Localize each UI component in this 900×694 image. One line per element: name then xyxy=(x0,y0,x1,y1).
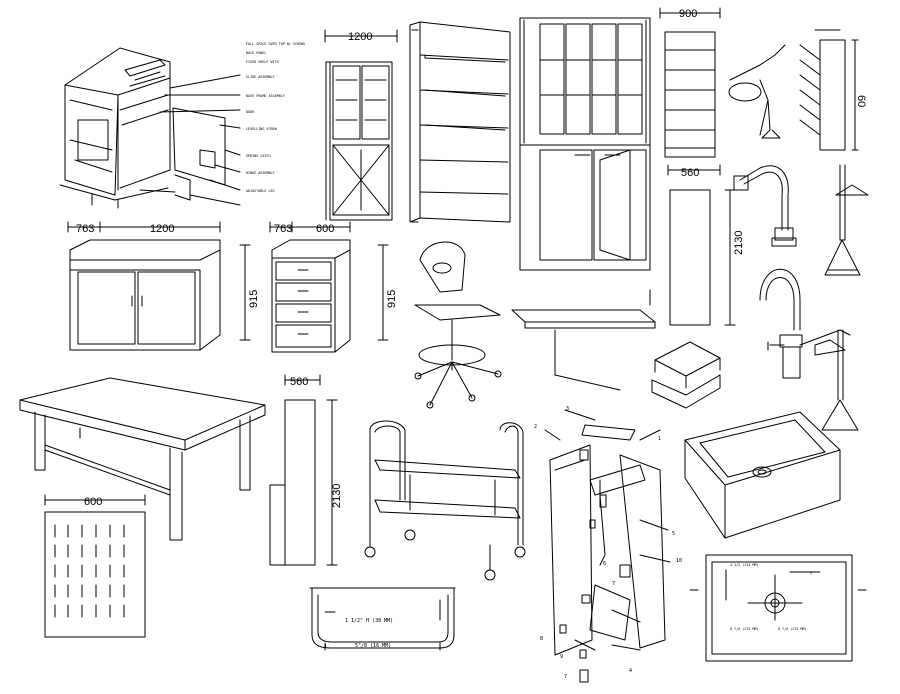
sink-label-a: 4 1/2 (114 MM) xyxy=(730,563,759,567)
exploded-locker-part-numbers: 1 2 3 4 5 6 7 8 9 10 7 xyxy=(534,406,682,680)
sink-top-view-labels: 4 1/2 (114 MM) 8 7/8 (225 MM) 8 7/8 (225… xyxy=(730,563,812,631)
pegboard-pegs xyxy=(54,524,125,618)
exploded-cabinet-drawing xyxy=(59,47,241,209)
part-9: 9 xyxy=(560,654,563,660)
dim-wall-cabinet-width: 900 xyxy=(679,8,697,20)
wall-shelf-table xyxy=(511,289,656,391)
note-5: BASE FRAME ASSEMBLY xyxy=(246,94,285,98)
note-3: FIXED SHELF WITH xyxy=(246,60,279,64)
note-6: DOOR xyxy=(246,110,255,114)
note-4: SLIDE ASSEMBLY xyxy=(246,75,275,79)
part-4: 4 xyxy=(629,668,632,674)
dim-locker-width: 560 xyxy=(290,376,308,388)
tall-unit-upper xyxy=(667,164,736,326)
dim-top-cabinet-width: 1200 xyxy=(348,31,372,43)
drawer-cabinet xyxy=(269,221,389,353)
part-7b: 7 xyxy=(564,674,567,680)
lab-table xyxy=(19,377,266,541)
note-2: BACK PANEL xyxy=(246,51,266,55)
emergency-shower-lower xyxy=(799,329,859,431)
note-8: SPRING CATCH xyxy=(246,154,271,158)
note-1: FULL SPACE OVER TOP W/ SCREWS xyxy=(246,42,305,46)
open-shelving-unit xyxy=(409,21,511,223)
pegboard xyxy=(44,494,146,638)
note-9: HINGE ASSEMBLY xyxy=(246,171,275,175)
tall-locker xyxy=(269,374,338,566)
exploded-cabinet-notes: FULL SPACE OVER TOP W/ SCREWS BACK PANEL… xyxy=(246,42,305,193)
dim-drawer-height: 915 xyxy=(386,290,398,308)
trough-left-number: 1 xyxy=(324,644,327,650)
part-5: 5 xyxy=(672,531,675,537)
gooseneck-faucet-upper xyxy=(733,165,797,247)
sink-label-b-left: 8 7/8 (225 MM) xyxy=(730,627,759,631)
tall-glass-cabinet xyxy=(519,17,651,271)
dim-drawer-depth: 763 xyxy=(274,223,292,235)
part-8: 8 xyxy=(540,636,543,642)
dim-rack-height: 60 xyxy=(855,95,867,107)
bench-cabinet xyxy=(67,221,251,351)
trough-section xyxy=(309,587,456,651)
part-1: 1 xyxy=(658,436,661,442)
note-7: LEVELLING SCREW xyxy=(246,127,278,131)
dim-bench-height: 915 xyxy=(248,290,260,308)
glass-door-cabinet xyxy=(324,29,398,221)
part-6: 6 xyxy=(603,561,606,567)
dim-bench-width: 1200 xyxy=(150,223,174,235)
part-3: 3 xyxy=(566,406,569,412)
sink-top-view xyxy=(689,554,867,662)
lab-stool xyxy=(414,241,502,409)
dim-drawer-width: 600 xyxy=(316,223,334,235)
hanging-shower-right xyxy=(824,164,869,276)
dim-bench-left-depth: 763 xyxy=(76,223,94,235)
sink-label-b-right: 8 7/8 (225 MM) xyxy=(778,627,807,631)
drying-rack xyxy=(799,29,859,151)
exploded-locker xyxy=(544,409,671,683)
dim-locker-height: 2130 xyxy=(331,484,343,508)
dim-pegboard-width: 600 xyxy=(84,496,102,508)
lab-trolley xyxy=(364,420,526,581)
deep-sink xyxy=(684,411,841,539)
gooseneck-faucet-lower xyxy=(759,268,803,379)
trough-bottom-label: 5"/8 (16 MM) xyxy=(355,643,391,649)
emergency-shower-top xyxy=(728,44,786,139)
dim-tall-unit-height: 2130 xyxy=(733,231,745,255)
note-10: ADJUSTABLE LEG xyxy=(246,189,275,193)
trough-labels: 1 1/2" H (38 MM) 1 5"/8 (16 MM) xyxy=(324,618,393,650)
part-10: 10 xyxy=(676,558,682,564)
part-7: 7 xyxy=(612,581,615,587)
sink-label-c: 7 xyxy=(810,572,812,576)
trough-height-label: 1 1/2" H (38 MM) xyxy=(345,618,393,624)
stacked-panels xyxy=(651,341,721,409)
wall-rack-900 xyxy=(659,7,721,158)
part-2: 2 xyxy=(534,424,537,430)
dim-tall-unit-width: 560 xyxy=(681,167,699,179)
